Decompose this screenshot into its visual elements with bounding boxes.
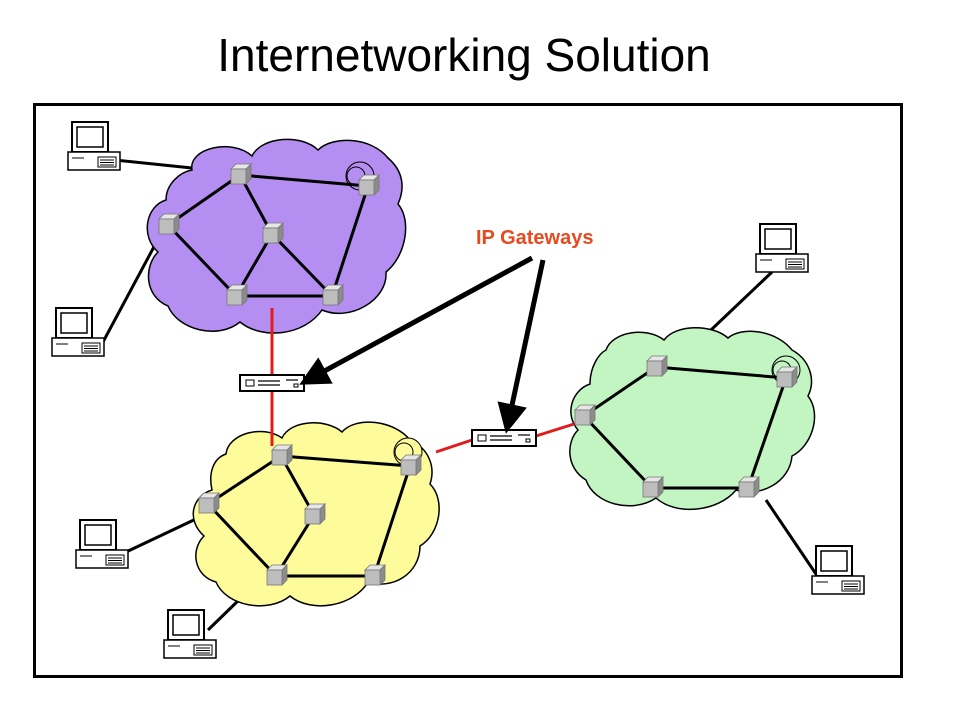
router-icon (271, 444, 293, 466)
router-icon (198, 492, 220, 514)
green-network-links (582, 365, 788, 490)
router-icon (266, 564, 288, 586)
router-icon (776, 366, 798, 388)
diagram-frame (33, 103, 903, 678)
router-icon (364, 564, 386, 586)
host-link (101, 242, 158, 343)
gateway-links (270, 308, 575, 454)
page-title: Internetworking Solution (217, 29, 711, 81)
router-icon (158, 213, 180, 235)
router-icon (574, 404, 596, 426)
computer-icon (163, 609, 217, 659)
router-icon (400, 454, 422, 476)
computer-icon (75, 519, 129, 569)
router-icon (322, 284, 344, 306)
gateway-label: IP Gateways (476, 227, 593, 249)
host-link (123, 516, 199, 555)
host-link (764, 499, 820, 578)
router-icon (230, 163, 252, 185)
router-icon (262, 222, 284, 244)
router-icon (358, 174, 380, 196)
router-icon (646, 355, 668, 377)
computer-icon (67, 121, 121, 171)
router-icon (304, 503, 326, 525)
gateway-arrow (299, 255, 534, 385)
gateway-arrow (497, 259, 546, 434)
router-icon (738, 476, 760, 498)
gateway-icon (239, 374, 305, 392)
computer-icon (51, 307, 105, 357)
computer-icon (755, 223, 809, 273)
router-icon (226, 284, 248, 306)
computer-icon (811, 545, 865, 595)
green-network-cloud (569, 327, 816, 511)
gateway-icon (471, 429, 537, 447)
router-icon (642, 476, 664, 498)
